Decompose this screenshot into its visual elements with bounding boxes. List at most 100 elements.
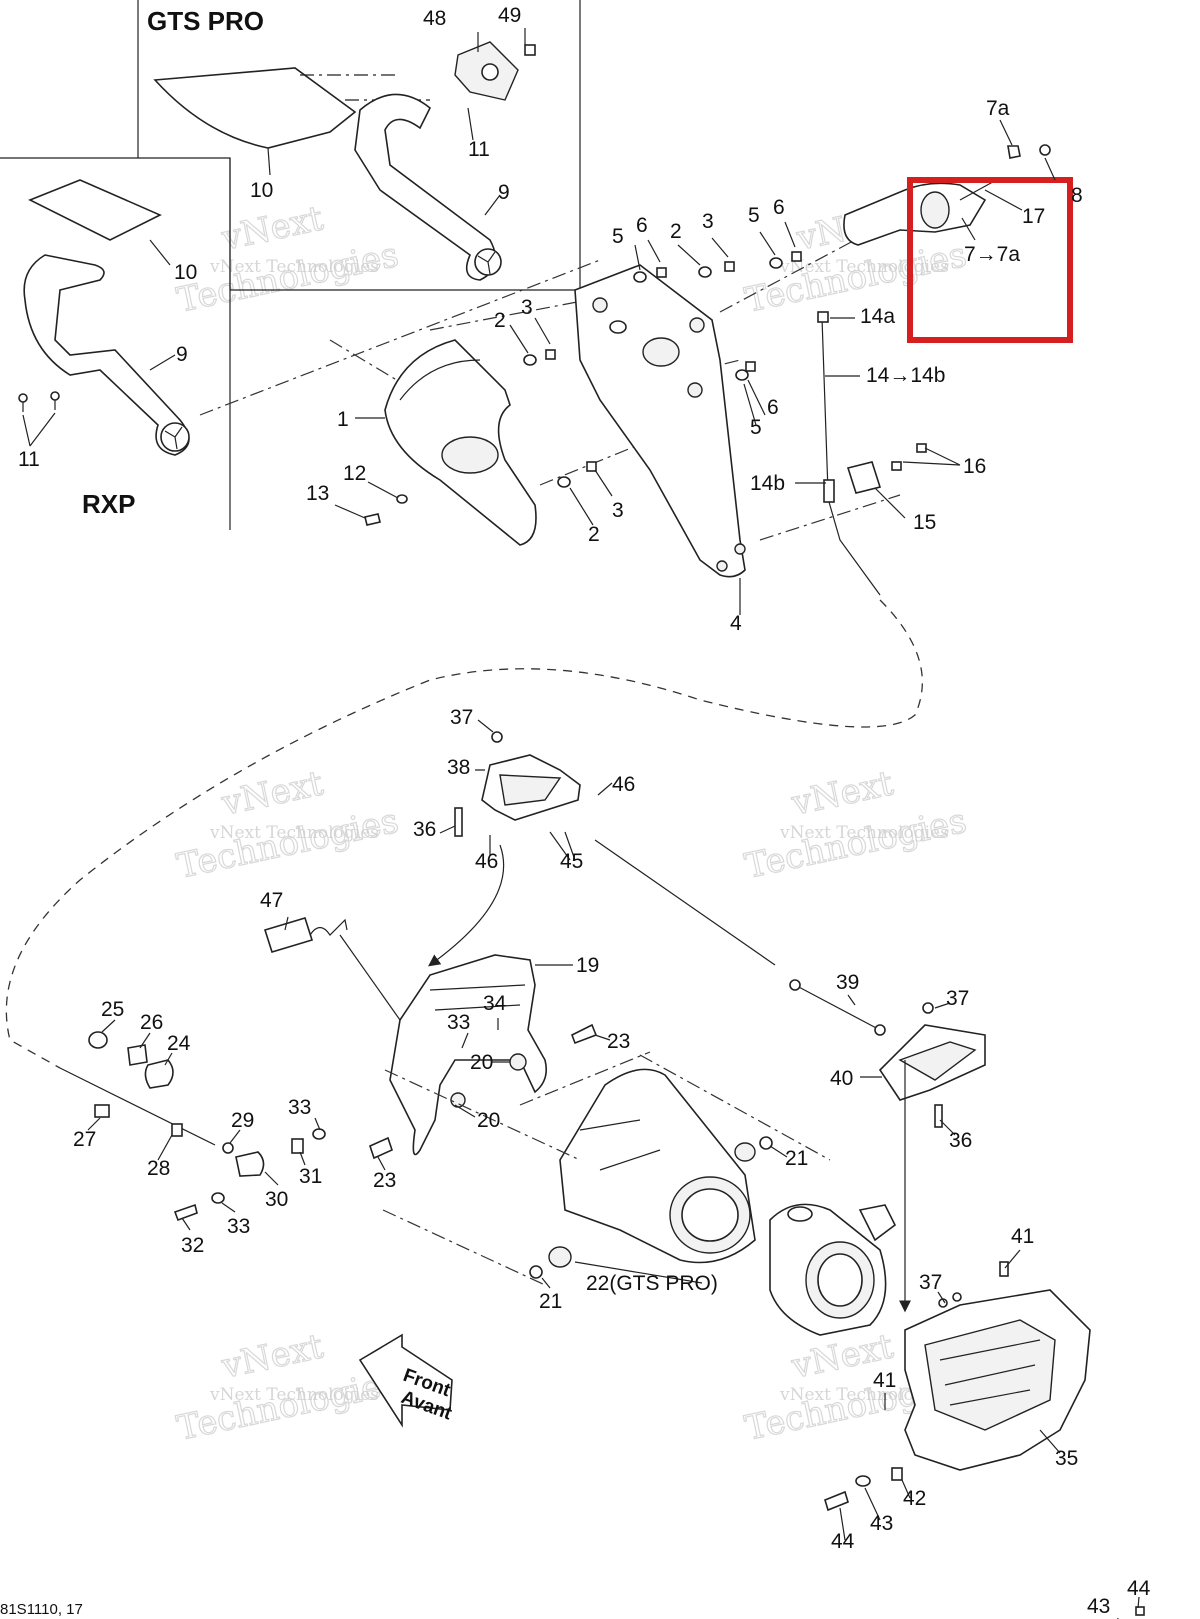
watermark-text: vNext Technologies [779, 823, 949, 843]
callout-39: 39 [836, 971, 859, 994]
bracket-part-38 [454, 731, 581, 837]
callout-36: 36 [949, 1129, 972, 1152]
callout-24: 24 [167, 1032, 191, 1055]
spring-part-47 [263, 917, 401, 1021]
callout-14a: 14a [860, 305, 895, 328]
callout-33: 33 [227, 1215, 250, 1238]
callout-4: 4 [730, 612, 742, 635]
callout-35: 35 [1055, 1447, 1078, 1470]
leader-lines [22, 28, 1140, 1619]
callout-22-gts-pro: 22(GTS PRO) [586, 1272, 718, 1295]
callout-2: 2 [494, 309, 506, 332]
bracket-part-40 [878, 1002, 986, 1128]
callout-labels: 48 49 11 10 9 10 9 11 7a 8 17 7→7a 5 6 2… [18, 4, 1151, 1618]
rxp-pad-part-10 [28, 179, 162, 241]
callout-20: 20 [477, 1109, 500, 1132]
callout-42: 42 [903, 1487, 926, 1510]
callout-1: 1 [337, 408, 349, 431]
callout-5: 5 [750, 416, 762, 439]
callout-30: 30 [265, 1188, 288, 1211]
callout-28: 28 [147, 1157, 170, 1180]
hardware-washers-bolts-upper [364, 251, 802, 526]
gts-pro-bolt-49 [524, 44, 536, 56]
alignment-lines [199, 259, 701, 486]
callout-19: 19 [576, 954, 599, 977]
alignment-lines-lower [382, 1051, 831, 1286]
reverse-gate-part-35 [904, 1289, 1091, 1471]
watermark-text: vNext Technologies [209, 823, 379, 843]
callout-46: 46 [612, 773, 635, 796]
callout-43: 43 [1087, 1595, 1110, 1618]
cover-part-1 [384, 339, 537, 546]
cable-sheath-27 [59, 1067, 216, 1146]
throttle-cable-part-14 [5, 311, 923, 1069]
watermark-text: vNext Technologies [779, 1385, 949, 1405]
callout-32: 32 [181, 1234, 204, 1257]
watermark-text: vNext Technologies [779, 257, 949, 277]
callout-48: 48 [423, 7, 446, 30]
rxp-title: RXP [82, 489, 135, 519]
hardware-lower-right [824, 1261, 1145, 1616]
callout-46: 46 [475, 850, 498, 873]
callout-6: 6 [636, 214, 648, 237]
watermark-text: vNext [218, 763, 327, 824]
callout-2: 2 [670, 220, 682, 243]
callout-17: 17 [1022, 205, 1045, 228]
callout-10: 10 [250, 179, 273, 202]
callout-27: 27 [73, 1128, 96, 1151]
callout-26: 26 [140, 1011, 163, 1034]
callout-25: 25 [101, 998, 124, 1021]
callout-5: 5 [748, 204, 760, 227]
connector-line [594, 839, 776, 966]
callout-14-to-14b: 14→14b [866, 364, 945, 387]
callout-34: 34 [483, 992, 507, 1015]
callout-33: 33 [288, 1096, 311, 1119]
rxp-arm-part-9 [18, 254, 190, 456]
watermark-text: Technologies [742, 235, 970, 321]
callout-12: 12 [343, 462, 366, 485]
watermark-text: Technologies [742, 801, 970, 887]
watermark-text: Technologies [174, 1363, 402, 1449]
bracket-part-15 [846, 443, 927, 494]
callout-45: 45 [560, 850, 583, 873]
callout-5: 5 [612, 225, 624, 248]
callout-10-rxp: 10 [174, 261, 197, 284]
callout-13: 13 [306, 482, 329, 505]
watermark-top-left: vNext vNext Technologies Technologies [173, 198, 403, 322]
highlight-box [907, 177, 1073, 343]
nozzle-part-21-22 [529, 1068, 773, 1279]
callout-47: 47 [260, 889, 283, 912]
watermark-text: vNext [218, 1326, 327, 1387]
callout-43: 43 [870, 1512, 893, 1535]
connector-arrow [428, 844, 505, 967]
callout-41: 41 [1011, 1225, 1034, 1248]
callout-11-rxp: 11 [18, 448, 40, 471]
callout-6: 6 [767, 396, 779, 419]
callout-9: 9 [498, 181, 510, 204]
callout-3: 3 [702, 210, 714, 233]
callout-8: 8 [1071, 184, 1083, 207]
callout-29: 29 [231, 1109, 254, 1132]
bushings-24-25-26 [88, 1031, 174, 1089]
watermark-text: Technologies [174, 801, 402, 887]
callout-33: 33 [447, 1011, 470, 1034]
callout-7a: 7a [986, 97, 1010, 120]
front-direction-arrow: Front Avant [358, 1333, 455, 1428]
gts-pro-pad-part-10 [153, 67, 430, 149]
callout-16: 16 [963, 455, 986, 478]
frame-part-19 [389, 954, 548, 1156]
watermark-mid-left: vNext vNext Technologies Technologies [173, 763, 403, 888]
throttle-lever-part-7 [843, 182, 987, 246]
callout-21: 21 [539, 1290, 562, 1313]
callout-37: 37 [946, 987, 969, 1010]
rxp-panel: RXP [0, 157, 231, 530]
watermark-text: Technologies [174, 235, 402, 321]
callout-38: 38 [447, 756, 470, 779]
callout-20: 20 [470, 1051, 493, 1074]
callout-49: 49 [498, 4, 521, 27]
steering-nozzle-part [769, 1203, 897, 1336]
watermark-text: vNext [788, 763, 897, 824]
link-rod-part-39 [789, 979, 886, 1036]
callout-23: 23 [373, 1169, 396, 1192]
